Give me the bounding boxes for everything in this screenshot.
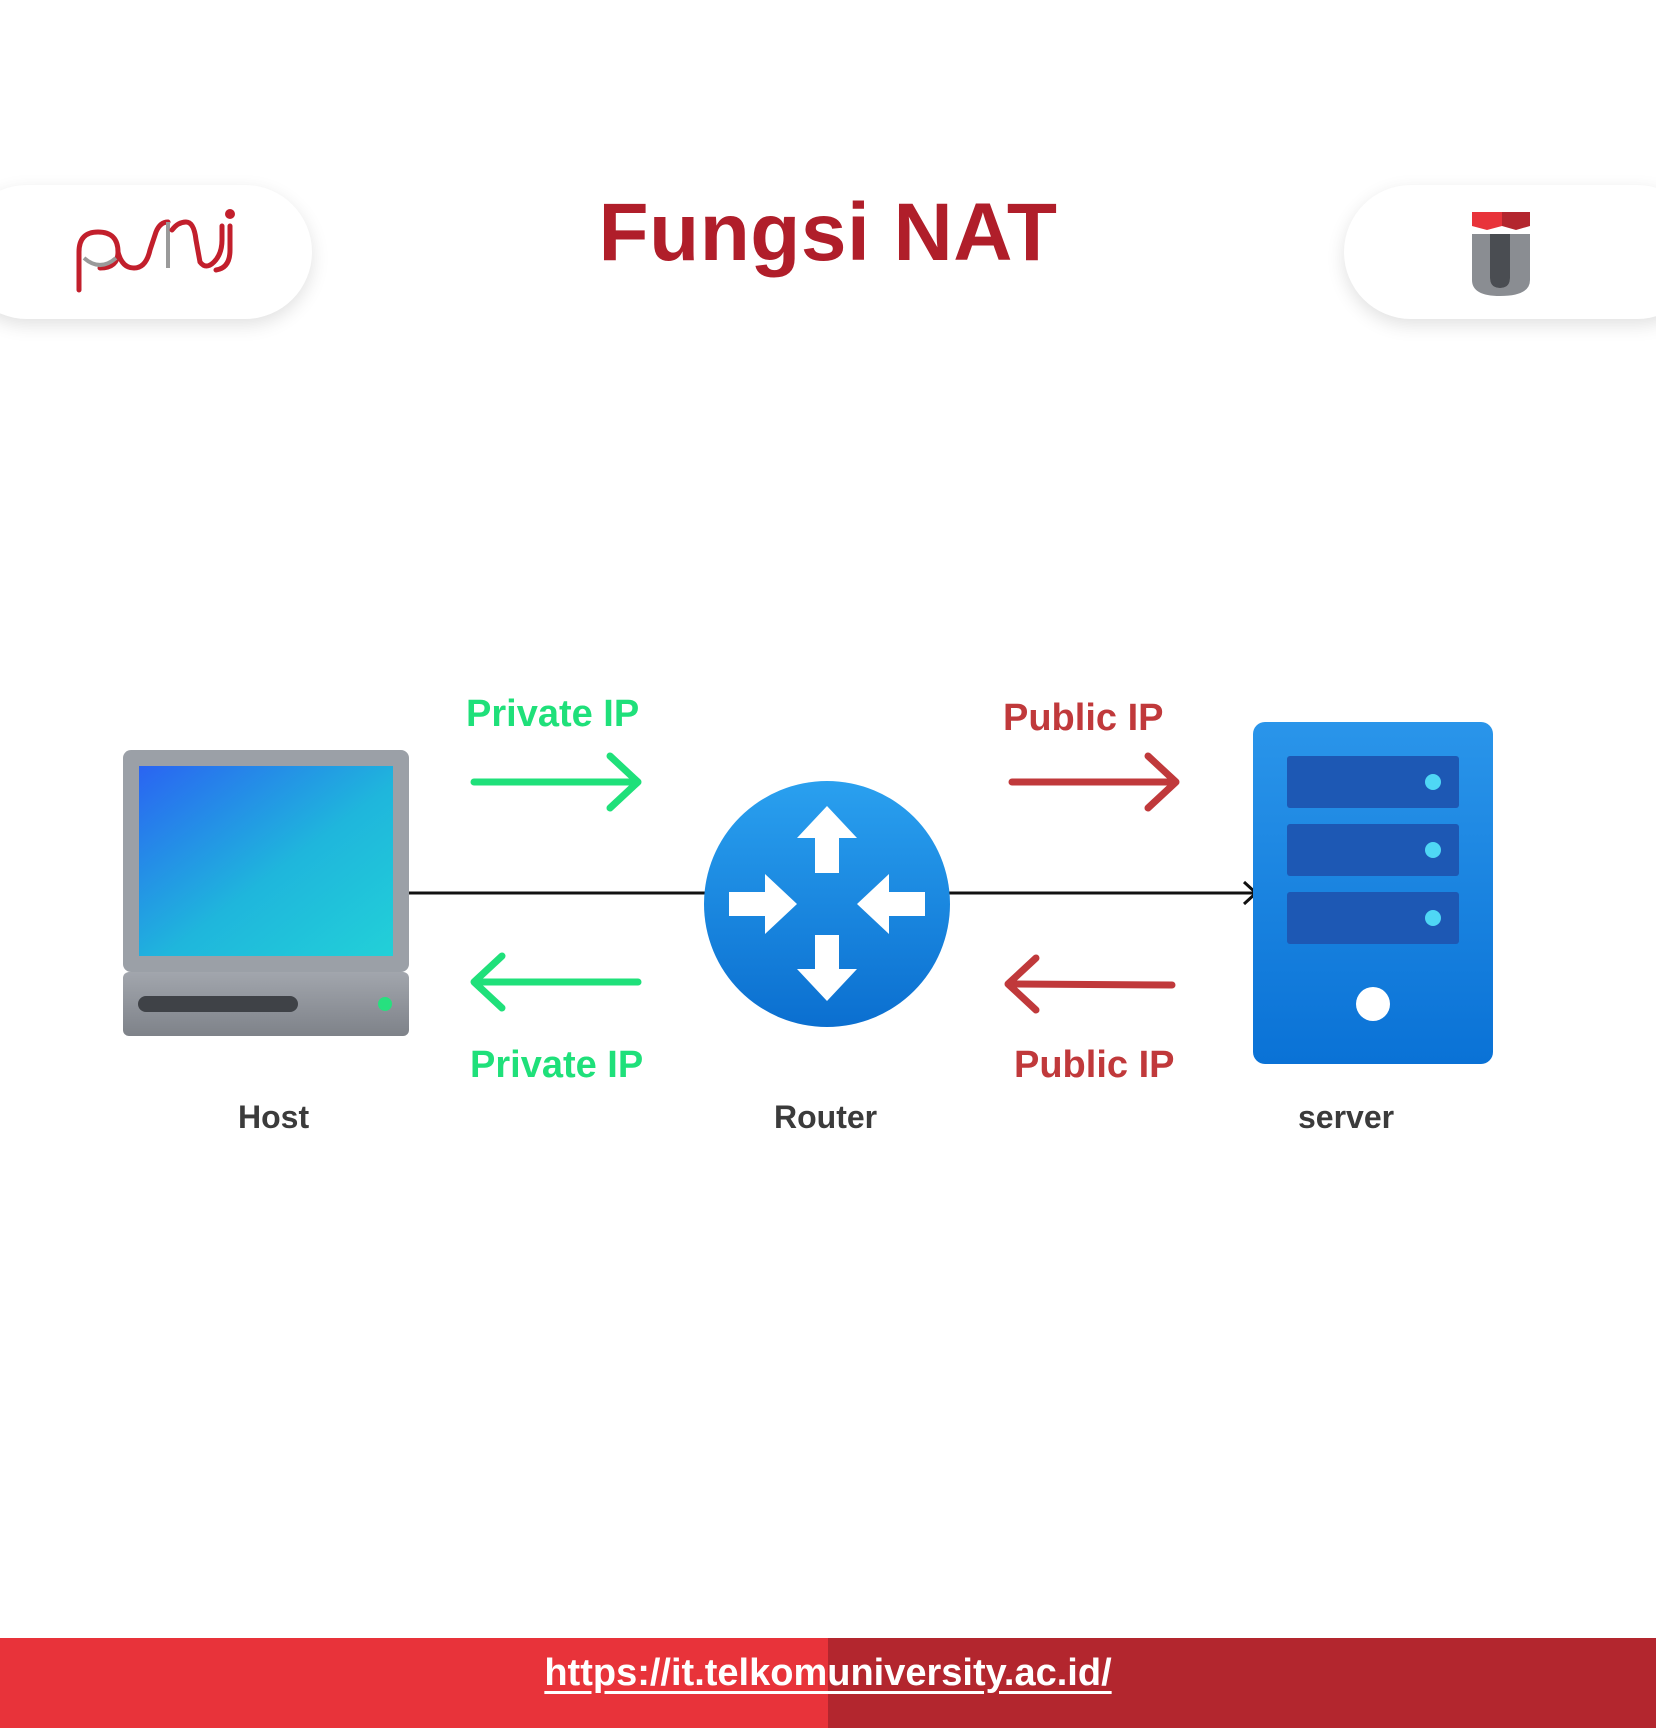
- private-ip-top-label: Private IP: [466, 693, 640, 735]
- public-ip-bottom-label: Public IP: [1014, 1044, 1175, 1086]
- left-logo-pill: [0, 185, 312, 319]
- footer-bar: [0, 1638, 1656, 1728]
- server-icon: [1253, 722, 1493, 1064]
- public-ip-top-label: Public IP: [1003, 697, 1164, 739]
- public-ip-outbound-arrow: [1008, 752, 1180, 812]
- public-ip-inbound-arrow: [1004, 954, 1176, 1014]
- server-label: server: [1298, 1099, 1395, 1135]
- private-ip-bottom-label: Private IP: [470, 1044, 644, 1086]
- host-label: Host: [238, 1099, 310, 1135]
- telkom-university-logo: [1472, 212, 1530, 296]
- page-title: Fungsi NAT: [598, 187, 1058, 278]
- private-ip-outbound-arrow: [470, 752, 642, 812]
- host-computer-icon: [123, 750, 409, 1036]
- puru-logo: [76, 209, 235, 293]
- footer-url-link[interactable]: https://it.telkomuniversity.ac.id/: [544, 1652, 1112, 1694]
- private-ip-inbound-arrow: [470, 952, 642, 1012]
- router-icon: [704, 781, 950, 1027]
- router-label: Router: [774, 1099, 878, 1135]
